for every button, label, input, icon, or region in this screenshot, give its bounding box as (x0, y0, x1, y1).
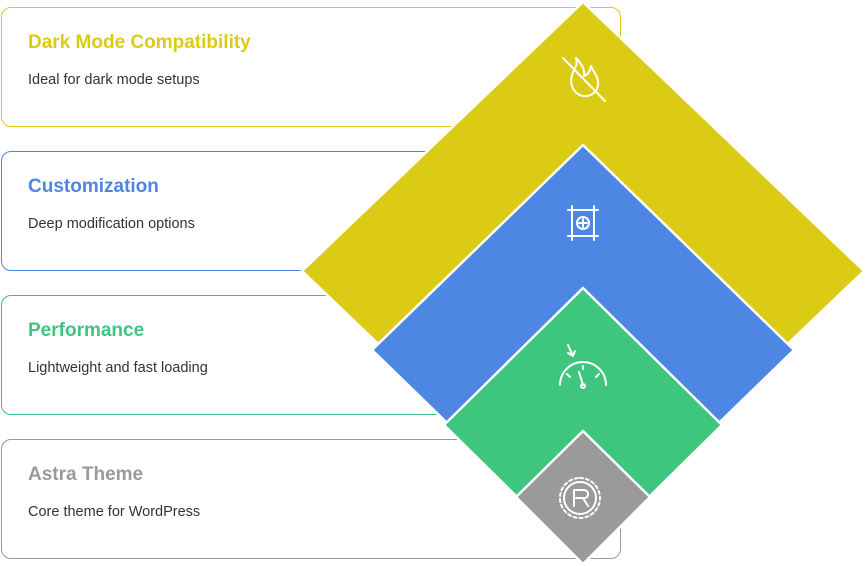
layer-title: Dark Mode Compatibility (28, 32, 251, 53)
speedometer-icon (559, 344, 607, 389)
crop-add-icon (567, 205, 599, 241)
layer-description: Deep modification options (28, 216, 195, 232)
layer-title: Performance (28, 320, 145, 341)
layer-description: Lightweight and fast loading (28, 360, 208, 376)
layer-title: Customization (28, 176, 159, 197)
layer-description: Ideal for dark mode setups (28, 72, 200, 88)
layer-description: Core theme for WordPress (28, 504, 201, 520)
layer-title: Astra Theme (28, 464, 144, 485)
no-fire-icon (562, 57, 606, 102)
rust-gear-icon (559, 477, 601, 519)
